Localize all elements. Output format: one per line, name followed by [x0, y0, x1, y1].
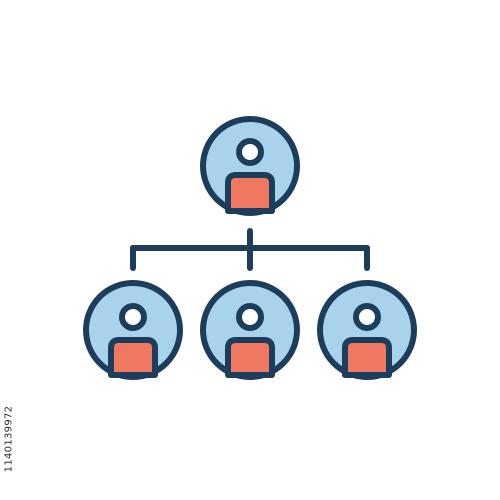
- person-head: [119, 303, 147, 331]
- person-body: [108, 337, 158, 378]
- person-head: [236, 303, 264, 331]
- person-bottom-right: [317, 280, 417, 380]
- person-head: [353, 303, 381, 331]
- person-top: [200, 116, 300, 216]
- person-bottom-left: [83, 280, 183, 380]
- person-bottom-center: [200, 280, 300, 380]
- person-body: [225, 172, 275, 214]
- stock-id-text: 1140139972: [3, 405, 15, 473]
- person-body: [225, 337, 275, 378]
- connector-lines: [130, 228, 370, 271]
- person-head: [236, 138, 264, 166]
- stock-id-watermark: 1140139972: [2, 386, 16, 492]
- person-body: [342, 337, 392, 378]
